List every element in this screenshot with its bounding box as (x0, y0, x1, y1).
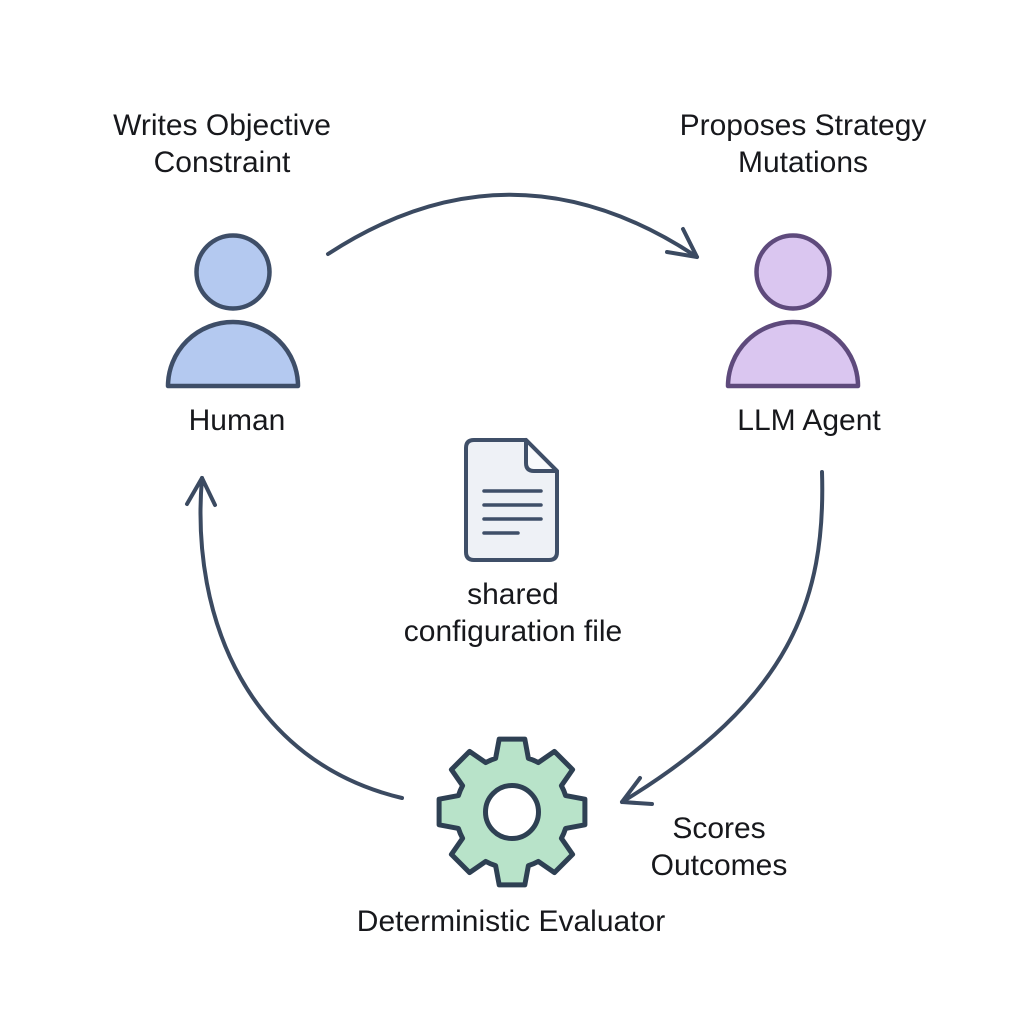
document-text-lines (482, 489, 543, 535)
llm-agent-annotation-line-2: Mutations (737, 146, 869, 179)
config-file-label: shared configuration file (404, 576, 622, 650)
arrow-agent-to-evaluator (620, 470, 825, 806)
human-label: Human (188, 404, 286, 437)
arrow-evaluator-to-human-curve (198, 476, 404, 800)
arrow-human-to-agent (326, 192, 699, 259)
human-annotation-line-2: Constraint (153, 146, 291, 179)
arrow-evaluator-to-human (185, 476, 404, 800)
llm-agent-person-icon (725, 233, 861, 389)
arrow-agent-to-evaluator-head (620, 776, 654, 806)
arrow-layer (185, 192, 825, 806)
llm-agent-annotation: Proposes Strategy Mutations (680, 107, 927, 181)
config-file-label-line-1: shared (467, 578, 559, 611)
evaluator-label: Deterministic Evaluator (356, 905, 666, 938)
document-corner-fold (524, 438, 559, 473)
human-person-icon (165, 233, 301, 389)
arrow-agent-to-evaluator-curve (620, 470, 825, 804)
human-head (194, 233, 272, 311)
evaluator-annotation-line-2: Outcomes (650, 849, 788, 882)
llm-agent-head (754, 233, 832, 311)
llm-agent-annotation-line-1: Proposes Strategy (679, 109, 927, 142)
llm-agent-label: LLM Agent (737, 404, 881, 437)
document-icon (464, 438, 559, 562)
human-annotation: Writes Objective Constraint (113, 107, 331, 181)
gear-icon (436, 736, 588, 888)
arrow-human-to-agent-curve (326, 192, 699, 259)
arrow-human-to-agent-head (665, 227, 699, 259)
arrow-evaluator-to-human-head (185, 476, 217, 507)
human-body (165, 319, 301, 389)
evaluator-annotation-line-1: Scores (672, 812, 766, 845)
evaluator-annotation: Scores Outcomes (651, 810, 788, 884)
llm-agent-body (725, 319, 861, 389)
config-file-label-line-2: configuration file (403, 615, 623, 648)
human-annotation-line-1: Writes Objective (113, 109, 331, 142)
gear-icon-hole (483, 783, 541, 841)
